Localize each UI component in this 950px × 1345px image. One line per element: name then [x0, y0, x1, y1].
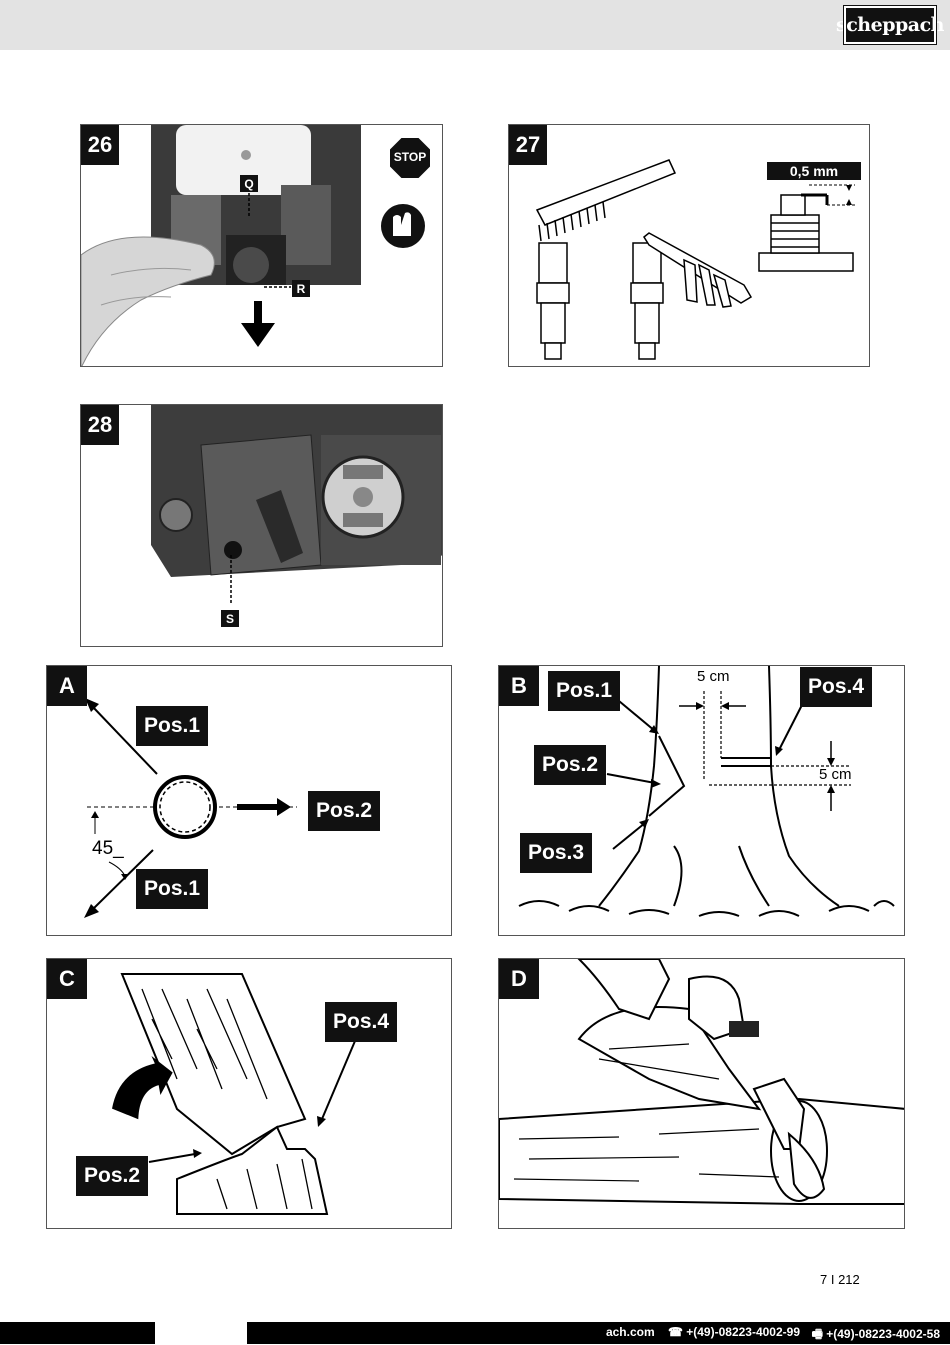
pos2-label: Pos.2	[534, 745, 606, 785]
brand-logo: scheppach	[836, 5, 944, 45]
figure-number: 28	[81, 405, 119, 445]
header-bar: scheppach	[0, 0, 950, 50]
dim-top-label: 5 cm	[697, 668, 730, 685]
footer-phone: ☎ +(49)-08223-4002-99	[667, 1325, 800, 1339]
stop-label: STOP	[393, 150, 427, 164]
footer-bar: ach.com ☎ +(49)-08223-4002-99 🖷 +(49)-08…	[0, 1322, 950, 1344]
label-r: R	[292, 280, 310, 297]
figure-28-illustration	[81, 405, 442, 646]
figure-letter: B	[499, 666, 539, 706]
figure-letter: D	[499, 959, 539, 999]
figure-26-illustration	[81, 125, 442, 366]
figure-28: 28 S	[80, 404, 443, 647]
figure-26: 26 STOP Q R	[80, 124, 443, 367]
figure-27: 27 0,5 mm	[508, 124, 870, 367]
figure-27-illustration	[535, 159, 855, 360]
figure-number: 27	[509, 125, 547, 165]
footer-contact: ach.com ☎ +(49)-08223-4002-99	[606, 1325, 800, 1339]
footer-website[interactable]: ach.com	[605, 1325, 655, 1339]
pos1-bottom-label: Pos.1	[136, 869, 208, 909]
figure-number: 26	[81, 125, 119, 165]
figure-a-illustration	[84, 698, 297, 918]
dim-side-label: 5 cm	[819, 766, 852, 783]
pos2-label: Pos.2	[76, 1156, 148, 1196]
gap-label: 0,5 mm	[767, 162, 861, 180]
pos3-label: Pos.3	[520, 833, 592, 873]
pos1-label: Pos.1	[548, 671, 620, 711]
figure-a: A Pos.1 Pos.2 Pos.1 45_	[46, 665, 452, 936]
angle-label: 45_	[92, 838, 124, 859]
page-number: 7 I 212	[820, 1272, 860, 1287]
label-q: Q	[240, 175, 258, 192]
pos2-label: Pos.2	[308, 791, 380, 831]
pos4-label: Pos.4	[325, 1002, 397, 1042]
pos4-label: Pos.4	[800, 667, 872, 707]
figure-c: C Pos.4 Pos.2	[46, 958, 452, 1229]
figure-d: D	[498, 958, 905, 1229]
figure-b: B Pos.1 Pos.2 Pos.3 Pos.4 5 cm 5 cm	[498, 665, 905, 936]
figure-letter: A	[47, 666, 87, 706]
label-s: S	[221, 610, 239, 627]
footer-gap	[155, 1322, 247, 1344]
figure-letter: C	[47, 959, 87, 999]
figure-b-illustration	[518, 666, 895, 917]
figure-c-illustration	[112, 973, 356, 1215]
pos1-top-label: Pos.1	[136, 706, 208, 746]
footer-fax: 🖷 +(49)-08223-4002-58	[811, 1327, 940, 1341]
figure-d-illustration	[499, 959, 904, 1205]
